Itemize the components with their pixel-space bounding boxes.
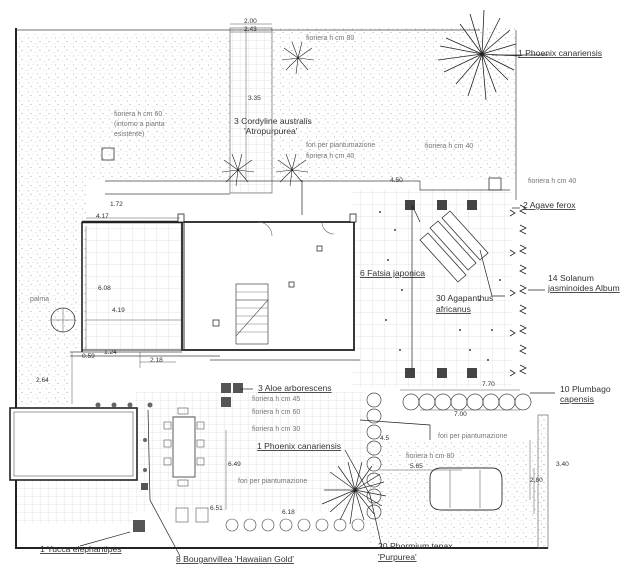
label-phormium-1: 20 Phormium tenax <box>378 541 453 551</box>
dim-5-65: 5.65 <box>410 463 423 470</box>
dim-7-00: 7.00 <box>454 411 467 418</box>
dim-6-08: 6.08 <box>98 285 111 292</box>
sun-loungers <box>175 210 489 523</box>
note-fioriera-60-left-1: fioriera h cm 60 <box>114 111 162 118</box>
dim-1-24: 1.24 <box>104 349 117 356</box>
solanum-climbers <box>509 204 527 377</box>
note-fioriera-45: fioriera h cm 45 <box>252 396 300 403</box>
dim-0-59: 0.59 <box>82 353 95 360</box>
label-plumbago-1: 10 Plumbago <box>560 384 611 394</box>
note-fioriera-60-left-2: (intorno a pianta <box>114 121 165 128</box>
dim-4-17: 4.17 <box>96 213 109 220</box>
site-boundary <box>15 28 548 549</box>
note-fioriera-60-left-3: esistente) <box>114 131 144 138</box>
label-solanum-1: 14 Solanum <box>548 273 594 283</box>
agapanthus-dots <box>379 211 501 361</box>
note-fioriera-80-top: fioriera h cm 80 <box>306 35 354 42</box>
label-bougainvillea: 8 Bouganvillea 'Hawaiian Gold' <box>176 554 294 564</box>
label-fatsia: 6 Fatsia japonica <box>360 268 425 278</box>
label-plumbago-2: capensis <box>560 394 594 404</box>
note-fori-bottom-right: fori per piantumazione <box>438 433 507 440</box>
label-agave: 2 Agave ferox <box>523 200 576 210</box>
note-fori-bottom-mid: fori per piantumazione <box>238 478 307 485</box>
dim-4-5: 4.5 <box>380 435 389 442</box>
terrace-lines <box>70 180 510 361</box>
pool <box>9 407 138 481</box>
dim-6-49: 6.49 <box>228 461 241 468</box>
aloe-shrubs <box>133 383 243 532</box>
dim-2-80: 2.80 <box>530 477 543 484</box>
dim-7-70: 7.70 <box>482 381 495 388</box>
dimension-texts: 2.00 2.43 3.35 1.72 4.17 6.08 4.19 0.59 … <box>36 18 569 516</box>
label-agapanthus-2: africanus <box>436 304 471 314</box>
label-phoenix-mid: 1 Phoenix canariensis <box>257 441 341 451</box>
dim-4-50: 4.50 <box>390 177 403 184</box>
plumbago-planters <box>402 393 532 411</box>
palm-phoenix-mid <box>321 461 387 525</box>
dim-3-40: 3.40 <box>556 461 569 468</box>
cordyline-plants <box>221 41 315 187</box>
label-phormium-2: 'Purpurea' <box>378 552 417 562</box>
label-yucca: 1 Yucca elephantipes <box>40 544 122 554</box>
label-agapanthus-1: 30 Agapanthus <box>436 293 493 303</box>
note-fioriera-60-mid: fioriera h cm 60 <box>252 409 300 416</box>
paving <box>16 27 512 524</box>
label-palma: palma <box>30 296 49 303</box>
agave-planter <box>488 177 502 191</box>
dimension-lines <box>71 23 535 514</box>
note-fioriera-80-bottom: fioriera h cm 80 <box>406 453 454 460</box>
dim-2-43: 2.43 <box>244 26 257 33</box>
plant-labels: 1 Phoenix canariensis 3 Cordyline austra… <box>30 48 620 564</box>
dim-6-18: 6.18 <box>282 509 295 516</box>
dining-table <box>163 407 205 487</box>
label-solanum-2: jasminoides Album <box>547 283 620 293</box>
dim-2-00: 2.00 <box>244 18 257 25</box>
label-cordyline-1: 3 Cordyline australis <box>234 116 312 126</box>
dim-3-35: 3.35 <box>248 95 261 102</box>
leader-lines <box>79 54 555 557</box>
planter-notes: fioriera h cm 80 fioriera h cm 60 (intor… <box>114 35 576 485</box>
dim-6-51: 6.51 <box>210 505 223 512</box>
planter-strips <box>225 392 549 549</box>
note-fioriera-30: fioriera h cm 30 <box>252 426 300 433</box>
planter-existing <box>101 147 115 161</box>
fatsia-shrubs <box>405 200 477 378</box>
bougainvillea <box>95 402 153 472</box>
note-fori-top: fori per piantumazione <box>306 142 375 149</box>
palma-existing <box>50 307 76 333</box>
note-fioriera-40-a: fioriera h cm 40 <box>306 153 354 160</box>
dim-1-72: 1.72 <box>110 201 123 208</box>
label-cordyline-2: 'Atropurpurea' <box>244 126 298 136</box>
dim-4-19: 4.19 <box>112 307 125 314</box>
label-aloe: 3 Aloe arborescens <box>258 383 332 393</box>
note-fioriera-40-b: fioriera h cm 40 <box>425 143 473 150</box>
note-fioriera-40-c: fioriera h cm 40 <box>528 178 576 185</box>
dim-2-64: 2.64 <box>36 377 49 384</box>
car <box>429 467 503 511</box>
dim-2-18: 2.18 <box>150 357 163 364</box>
house-footprint <box>81 213 357 352</box>
label-phoenix-top: 1 Phoenix canariensis <box>518 48 602 58</box>
